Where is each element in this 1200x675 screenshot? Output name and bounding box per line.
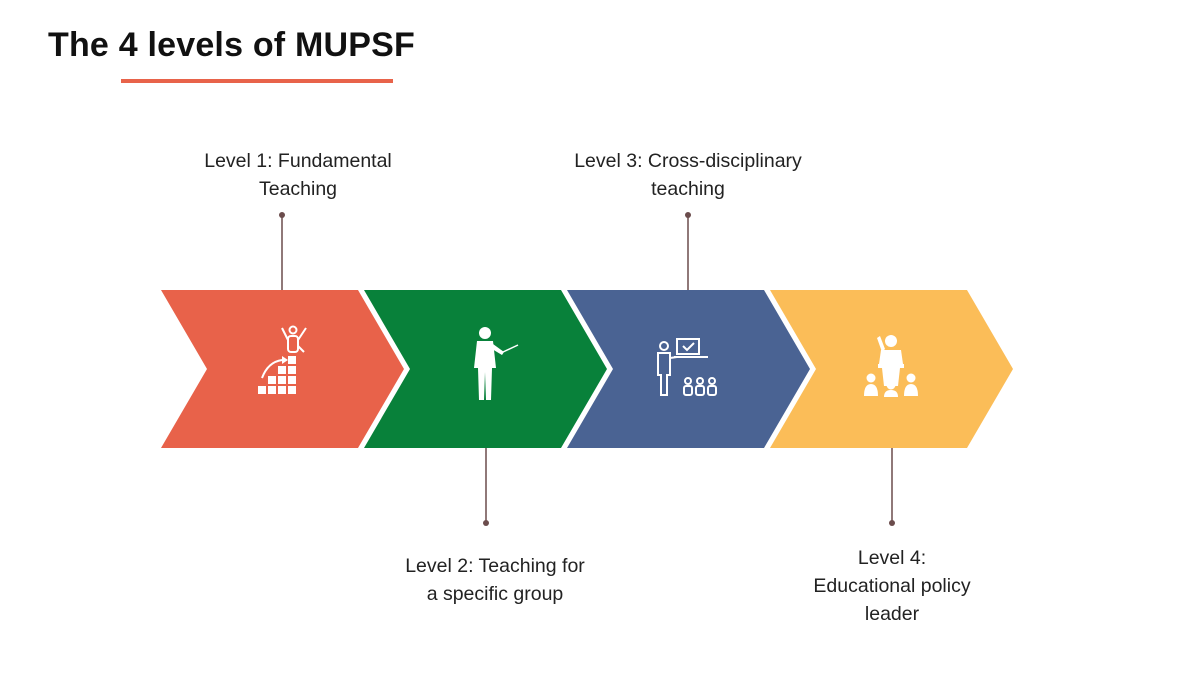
teacher-pointer-icon (474, 327, 519, 400)
label-line: leader (864, 603, 920, 625)
label-line: Level 3: Cross-disciplinary (574, 150, 802, 172)
connector-dot-level-4 (889, 520, 895, 526)
level-4-label: Level 4: Educational policy leader (776, 544, 1008, 628)
level-3-label: Level 3: Cross-disciplinary teaching (538, 147, 838, 203)
podium-speaker-icon (864, 335, 918, 397)
connector-dot-level-1 (279, 212, 285, 218)
level-2-label: Level 2: Teaching for a specific group (370, 552, 620, 608)
page-title: The 4 levels of MUPSF (48, 26, 415, 64)
label-line: Teaching (258, 178, 338, 200)
chevron-level-3 (567, 290, 810, 448)
label-line: Educational policy (813, 575, 971, 597)
presentation-audience-icon (657, 338, 717, 396)
label-line: a specific group (426, 583, 564, 605)
skills-growth-icon (258, 325, 307, 394)
connector-dot-level-2 (483, 520, 489, 526)
level-1-label: Level 1: Fundamental Teaching (168, 147, 428, 203)
label-line: Level 2: Teaching for (405, 555, 585, 577)
label-line: Level 1: Fundamental (204, 150, 392, 172)
connector-dot-level-3 (685, 212, 691, 218)
label-line: Level 4: (857, 547, 927, 569)
title-underline (121, 79, 393, 83)
label-line: teaching (651, 178, 725, 200)
